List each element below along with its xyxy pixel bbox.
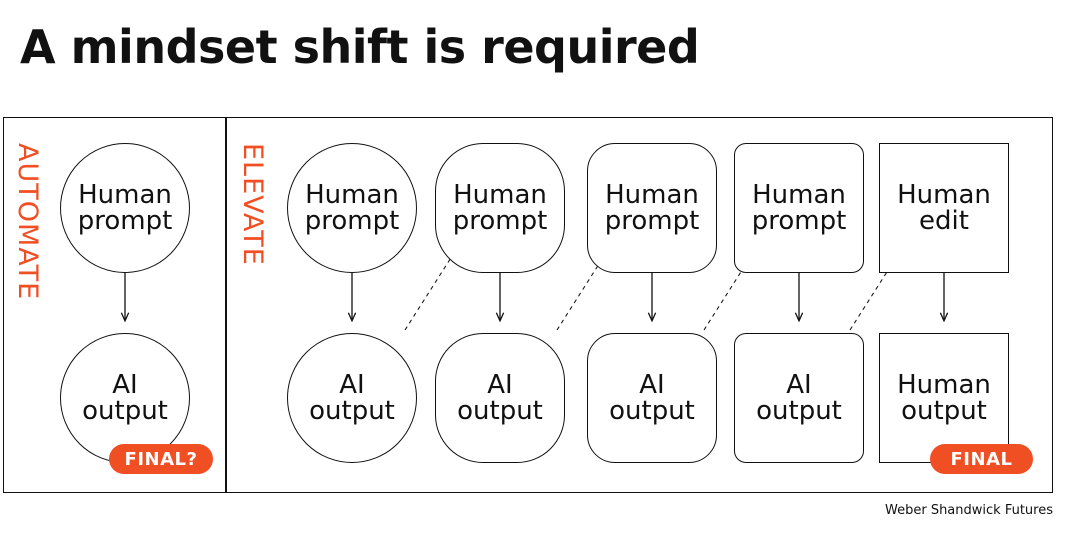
node-label-line: output <box>609 396 695 426</box>
node-label-line: prompt <box>751 206 847 236</box>
node-label-line: AI <box>112 370 138 400</box>
footer-credit: Weber Shandwick Futures <box>885 503 1053 518</box>
elevate-ai-output-node-3: AI output <box>587 333 717 463</box>
node-label-line: AI <box>786 370 812 400</box>
elevate-human-edit-node: Human edit <box>879 143 1009 273</box>
diagram-frame <box>3 117 1053 493</box>
page-title: A mindset shift is required <box>20 20 700 74</box>
node-label-line: Human <box>897 180 991 210</box>
node-label-line: AI <box>339 370 365 400</box>
node-label-line: Human <box>78 180 172 210</box>
node-label-line: AI <box>639 370 665 400</box>
node-label-line: prompt <box>452 206 548 236</box>
elevate-label: ELEVATE <box>237 143 268 266</box>
final-badge: FINAL <box>930 444 1033 474</box>
node-label-line: output <box>756 396 842 426</box>
node-label-line: Human <box>453 180 547 210</box>
node-label-line: output <box>82 396 168 426</box>
node-label-line: prompt <box>77 206 173 236</box>
node-label-line: AI <box>487 370 513 400</box>
node-label-line: Human <box>305 180 399 210</box>
node-label-line: Human <box>897 370 991 400</box>
node-label-line: output <box>901 396 987 426</box>
elevate-ai-output-node-1: AI output <box>287 333 417 463</box>
automate-label: AUTOMATE <box>12 143 43 301</box>
node-label-line: output <box>457 396 543 426</box>
node-label-line: prompt <box>604 206 700 236</box>
elevate-human-prompt-node-3: Human prompt <box>587 143 717 273</box>
elevate-ai-output-node-4: AI output <box>734 333 864 463</box>
node-label-line: prompt <box>304 206 400 236</box>
node-label-line: Human <box>605 180 699 210</box>
elevate-human-prompt-node-2: Human prompt <box>435 143 565 273</box>
node-label-line: output <box>309 396 395 426</box>
elevate-ai-output-node-2: AI output <box>435 333 565 463</box>
section-divider <box>225 117 227 493</box>
elevate-human-prompt-node-1: Human prompt <box>287 143 417 273</box>
elevate-human-prompt-node-4: Human prompt <box>734 143 864 273</box>
node-label-line: Human <box>752 180 846 210</box>
node-label-line: edit <box>919 206 969 236</box>
final-question-badge: FINAL? <box>109 444 213 474</box>
automate-human-prompt-node: Human prompt <box>60 143 190 273</box>
